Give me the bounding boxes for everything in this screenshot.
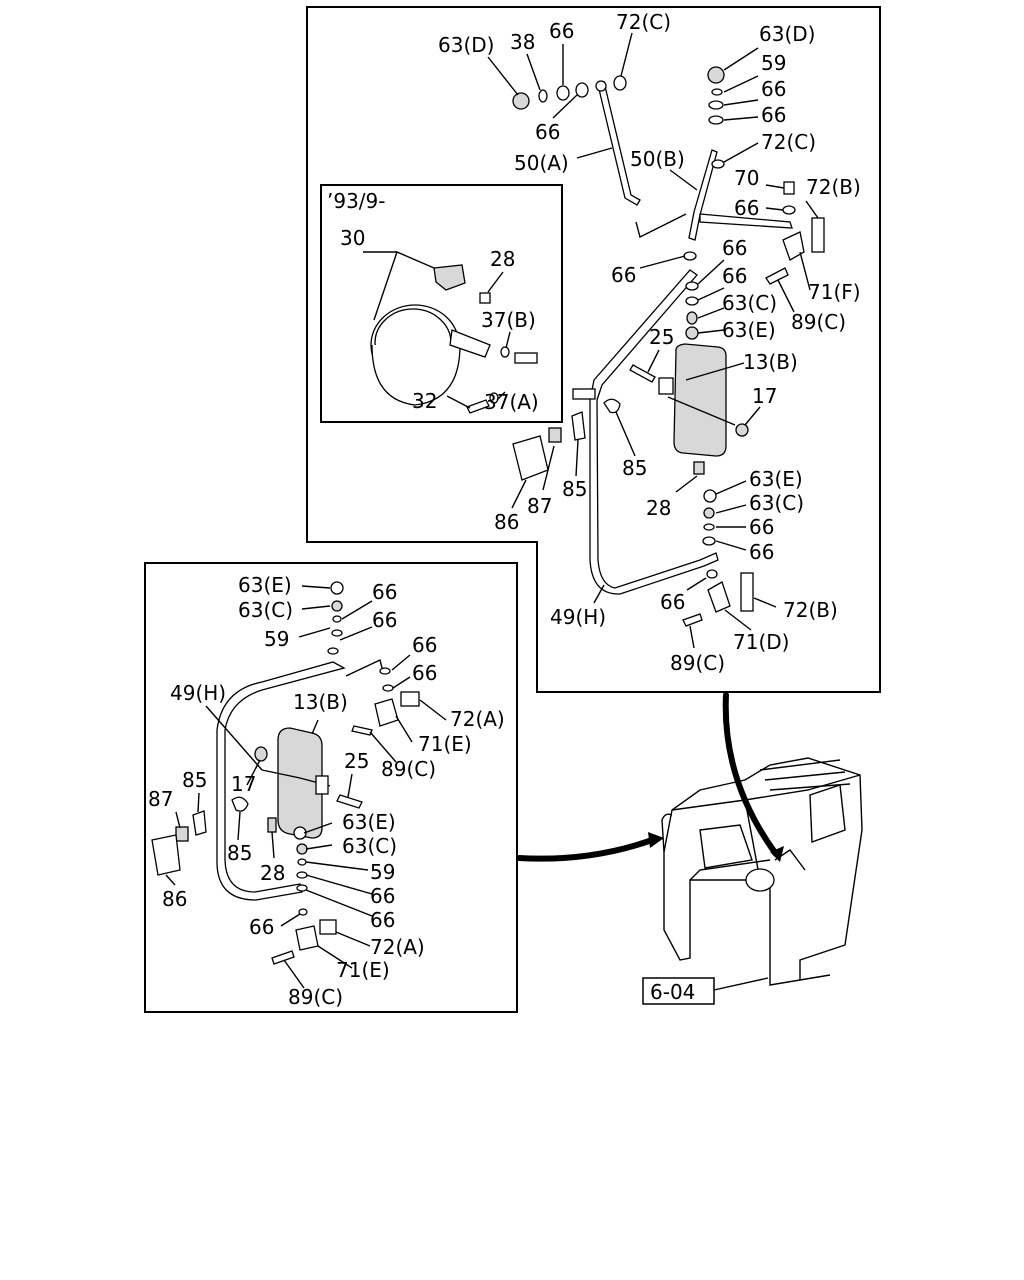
callout-label: 66 bbox=[549, 19, 574, 43]
callout-label: 63(E) bbox=[342, 810, 396, 834]
callout-label: 17 bbox=[752, 384, 777, 408]
ref-code-box bbox=[642, 977, 715, 1005]
callout-label: 13(B) bbox=[743, 350, 798, 374]
callout-label: 66 bbox=[722, 236, 747, 260]
callout-label: 32 bbox=[412, 389, 437, 413]
callout-label: 28 bbox=[646, 496, 671, 520]
callout-label: 66 bbox=[412, 661, 437, 685]
callout-label: 63(D) bbox=[759, 22, 815, 46]
callout-label: 37(B) bbox=[481, 308, 536, 332]
inset-leader-lines bbox=[446, 271, 511, 409]
callout-label: 72(C) bbox=[761, 130, 816, 154]
upper-leader-lines bbox=[487, 32, 819, 649]
callout-label: 85 bbox=[227, 841, 252, 865]
callout-label: 38 bbox=[510, 30, 535, 54]
callout-label: 85 bbox=[622, 456, 647, 480]
callout-label: 59 bbox=[264, 627, 289, 651]
callout-label: 63(C) bbox=[342, 834, 397, 858]
callout-label: 70 bbox=[734, 166, 759, 190]
callout-label: 63(E) bbox=[749, 467, 803, 491]
callout-label: 89(C) bbox=[288, 985, 343, 1009]
callout-label: 66 bbox=[372, 580, 397, 604]
callout-label: 72(C) bbox=[616, 10, 671, 34]
callout-label: 66 bbox=[749, 540, 774, 564]
callout-label: 71(E) bbox=[336, 958, 390, 982]
inset-mirror-drawing bbox=[363, 251, 510, 414]
callout-label: 89(C) bbox=[381, 757, 436, 781]
callout-label: 37(A) bbox=[484, 390, 539, 414]
lower-leader-lines bbox=[165, 585, 447, 989]
callout-label: 72(A) bbox=[370, 935, 425, 959]
callout-label: 28 bbox=[260, 861, 285, 885]
ref-code-label: 6-04 bbox=[650, 980, 695, 1004]
callout-label: 50(B) bbox=[630, 147, 685, 171]
lower-assembly-drawing bbox=[151, 581, 420, 965]
callout-label: 63(D) bbox=[438, 33, 494, 57]
callout-label: 89(C) bbox=[791, 310, 846, 334]
upper-panel-frame bbox=[306, 6, 881, 693]
callout-label: 13(B) bbox=[293, 690, 348, 714]
callout-label: 49(H) bbox=[170, 681, 226, 705]
callout-label: 66 bbox=[535, 120, 560, 144]
callout-label: 72(B) bbox=[783, 598, 838, 622]
ref-code-leader bbox=[713, 977, 769, 991]
callout-label: 66 bbox=[611, 263, 636, 287]
callout-label: 66 bbox=[249, 915, 274, 939]
callout-label: 59 bbox=[761, 51, 786, 75]
callout-label: 87 bbox=[527, 494, 552, 518]
truck-cab-illustration bbox=[661, 757, 863, 986]
callout-label: 66 bbox=[734, 196, 759, 220]
callout-label: 66 bbox=[761, 103, 786, 127]
callout-label: 71(E) bbox=[418, 732, 472, 756]
callout-label: 72(A) bbox=[450, 707, 505, 731]
callout-label: 63(C) bbox=[722, 291, 777, 315]
callout-label: 66 bbox=[370, 908, 395, 932]
upper-assembly-drawing bbox=[512, 66, 825, 627]
callout-label: 86 bbox=[162, 887, 187, 911]
callout-label: 30 bbox=[340, 226, 365, 250]
inset-panel-frame bbox=[320, 184, 563, 423]
inset-date-label: ’93/9- bbox=[327, 189, 386, 213]
callout-label: 63(C) bbox=[749, 491, 804, 515]
callout-label: 66 bbox=[372, 608, 397, 632]
callout-label: 85 bbox=[182, 768, 207, 792]
callout-label: 72(B) bbox=[806, 175, 861, 199]
callout-label: 89(C) bbox=[670, 651, 725, 675]
callout-label: 85 bbox=[562, 477, 587, 501]
callout-label: 50(A) bbox=[514, 151, 569, 175]
upper-to-cab-arrow bbox=[722, 692, 779, 857]
callout-label: 71(F) bbox=[808, 280, 861, 304]
callout-label: 66 bbox=[761, 77, 786, 101]
callout-label: 87 bbox=[148, 787, 173, 811]
callout-label: 59 bbox=[370, 860, 395, 884]
callout-label: 49(H) bbox=[550, 605, 606, 629]
callout-label: 28 bbox=[490, 247, 515, 271]
callout-label: 63(C) bbox=[238, 598, 293, 622]
callout-label: 63(E) bbox=[238, 573, 292, 597]
callout-label: 66 bbox=[660, 590, 685, 614]
lower-to-cab-arrow bbox=[516, 837, 655, 862]
callout-label: 25 bbox=[649, 325, 674, 349]
lower-panel-frame bbox=[144, 562, 518, 1013]
callout-label: 66 bbox=[412, 633, 437, 657]
callout-label: 66 bbox=[722, 264, 747, 288]
callout-label: 17 bbox=[231, 772, 256, 796]
callout-label: 25 bbox=[344, 749, 369, 773]
callout-label: 71(D) bbox=[733, 630, 789, 654]
callout-label: 63(E) bbox=[722, 318, 776, 342]
callout-label: 66 bbox=[370, 884, 395, 908]
callout-label: 86 bbox=[494, 510, 519, 534]
callout-label: 66 bbox=[749, 515, 774, 539]
